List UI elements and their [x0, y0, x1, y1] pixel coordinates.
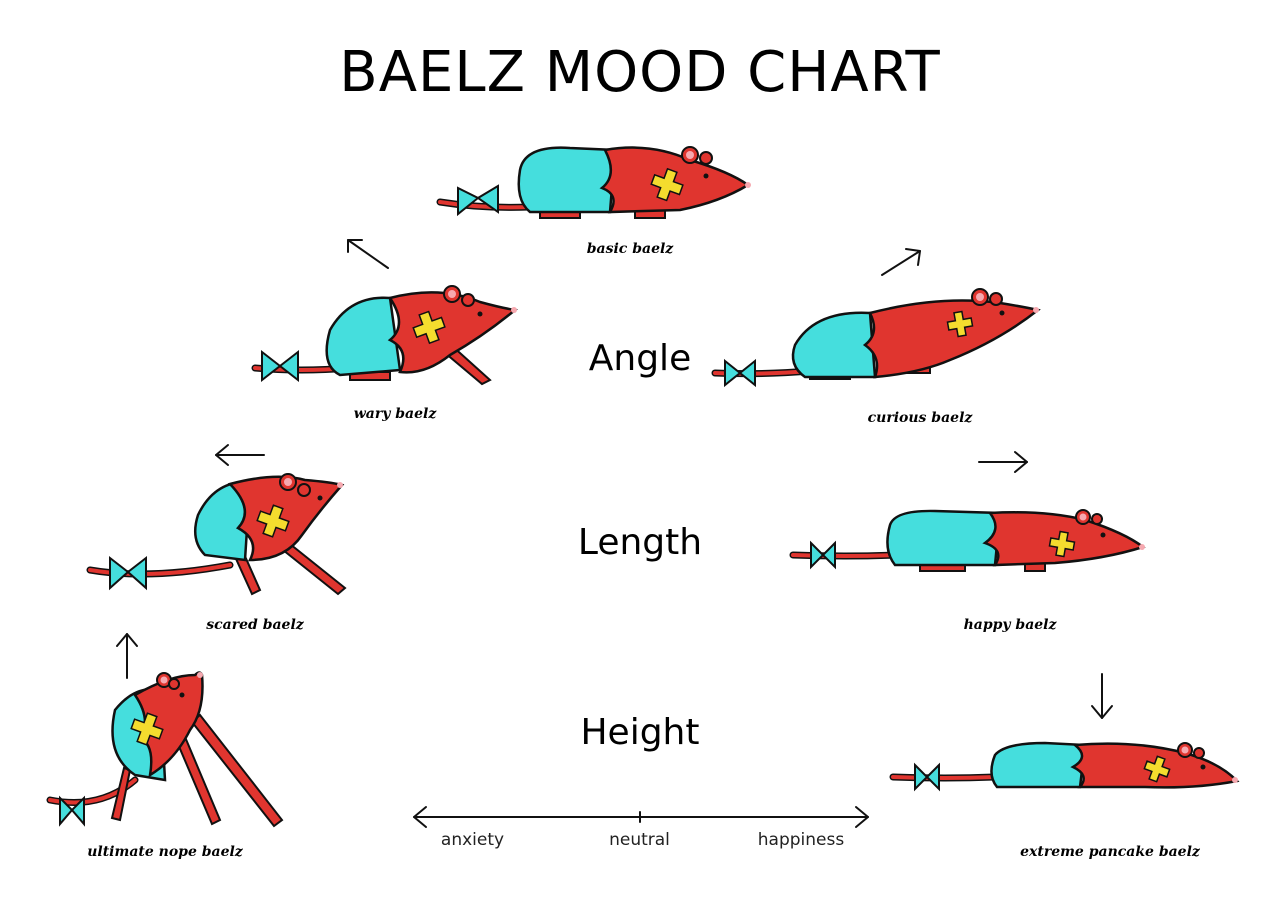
arrow-right: [978, 451, 1028, 473]
scared-baelz-illustration: [86, 473, 347, 596]
mood-scale-axis: [413, 806, 869, 828]
ultimate-nope-baelz-illustration: [46, 671, 284, 828]
wary-baelz-illustration: [251, 285, 518, 386]
rat-label-basic: basic baelz: [586, 241, 674, 257]
arrow-up: [116, 633, 138, 679]
arrow-up-right: [881, 248, 921, 276]
height-label: Height: [580, 712, 700, 753]
rat-label-extreme-pancake: extreme pancake baelz: [1020, 844, 1200, 860]
scale-label-anxiety: anxiety: [440, 830, 505, 850]
rat-label-ultimate-nope: ultimate nope baelz: [87, 844, 243, 860]
arrow-down: [1091, 673, 1113, 719]
rat-label-wary: wary baelz: [353, 406, 437, 422]
angle-label: Angle: [588, 338, 692, 379]
scale-label-neutral: neutral: [609, 830, 670, 850]
rat-label-scared: scared baelz: [206, 617, 304, 633]
scale-label-happiness: happiness: [757, 830, 845, 850]
extreme-pancake-baelz-illustration: [889, 741, 1240, 792]
chart-title: BAELZ MOOD CHART: [339, 40, 941, 105]
arrow-up-left: [347, 239, 389, 269]
basic-baelz-illustration: [436, 146, 751, 219]
happy-baelz-illustration: [789, 509, 1146, 572]
length-label: Length: [577, 522, 703, 563]
rat-label-curious: curious baelz: [867, 410, 973, 426]
arrow-left: [215, 444, 265, 466]
rat-label-happy: happy baelz: [963, 617, 1057, 633]
curious-baelz-illustration: [711, 288, 1041, 388]
